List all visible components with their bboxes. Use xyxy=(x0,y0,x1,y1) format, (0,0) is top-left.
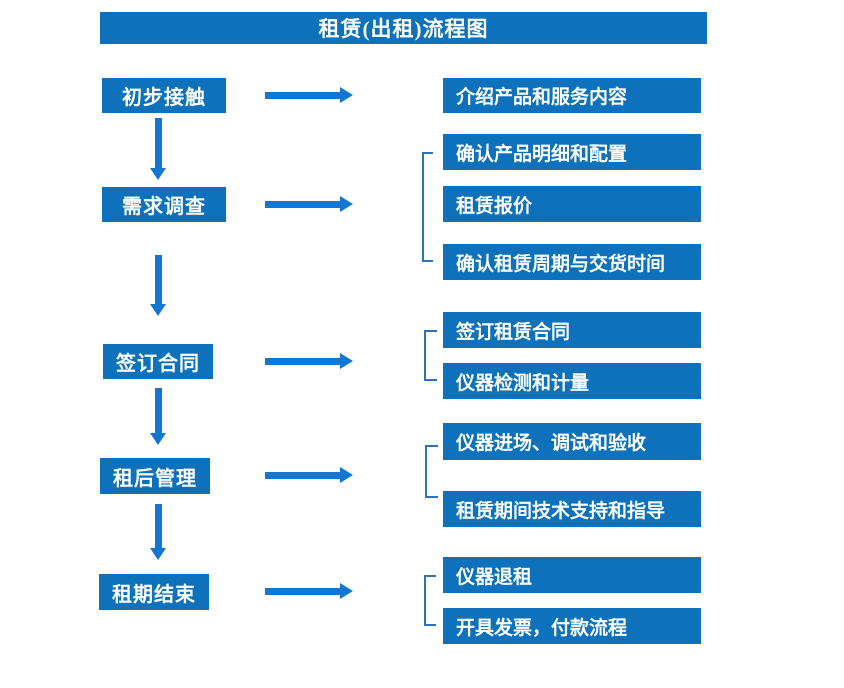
group-bracket xyxy=(424,575,436,626)
detail-box-rental-quote: 租赁报价 xyxy=(443,186,701,222)
arrow-shaft xyxy=(155,388,162,434)
arrow-head xyxy=(340,87,353,103)
diagram-title: 租赁(出租)流程图 xyxy=(100,12,707,44)
arrow-down-icon xyxy=(150,118,167,180)
arrow-shaft xyxy=(155,118,162,169)
detail-box-tech-support: 租赁期间技术支持和指导 xyxy=(443,491,701,527)
group-bracket xyxy=(424,330,437,381)
group-bracket xyxy=(425,445,438,498)
detail-box-instrument-return: 仪器退租 xyxy=(443,557,701,593)
arrow-head xyxy=(340,583,353,599)
arrow-head xyxy=(340,353,353,369)
arrow-right-icon xyxy=(265,467,353,484)
arrow-head xyxy=(150,548,166,560)
stage-box-contract-signing: 签订合同 xyxy=(103,344,213,379)
arrow-head xyxy=(150,433,166,445)
detail-box-sign-lease-contract: 签订租赁合同 xyxy=(443,312,701,348)
arrow-right-icon xyxy=(265,87,353,104)
arrow-head xyxy=(150,168,166,180)
stage-box-initial-contact: 初步接触 xyxy=(102,78,226,113)
arrow-shaft xyxy=(265,92,341,99)
stage-box-lease-end: 租期结束 xyxy=(99,574,209,610)
arrow-right-icon xyxy=(265,196,353,213)
arrow-shaft xyxy=(265,472,341,479)
arrow-down-icon xyxy=(150,255,167,316)
arrow-head xyxy=(340,467,353,483)
arrow-shaft xyxy=(155,504,162,549)
arrow-head xyxy=(150,304,166,316)
detail-box-intro-products: 介绍产品和服务内容 xyxy=(443,78,701,113)
arrow-shaft xyxy=(265,358,341,365)
arrow-right-icon xyxy=(265,353,353,370)
detail-box-confirm-lease-period: 确认租赁周期与交货时间 xyxy=(443,244,701,280)
detail-box-instrument-setup: 仪器进场、调试和验收 xyxy=(443,423,701,460)
group-bracket xyxy=(422,152,433,262)
arrow-shaft xyxy=(265,588,341,595)
arrow-down-icon xyxy=(150,504,167,560)
detail-box-invoice-payment: 开具发票，付款流程 xyxy=(443,608,701,644)
arrow-down-icon xyxy=(150,388,167,445)
stage-box-requirement-survey: 需求调查 xyxy=(102,187,226,222)
arrow-right-icon xyxy=(265,583,353,600)
arrow-shaft xyxy=(265,201,341,208)
stage-box-post-rental-management: 租后管理 xyxy=(100,458,210,494)
detail-box-instrument-inspection: 仪器检测和计量 xyxy=(443,363,701,399)
detail-box-confirm-product-details: 确认产品明细和配置 xyxy=(443,134,701,170)
arrow-shaft xyxy=(155,255,162,305)
arrow-head xyxy=(340,196,353,212)
